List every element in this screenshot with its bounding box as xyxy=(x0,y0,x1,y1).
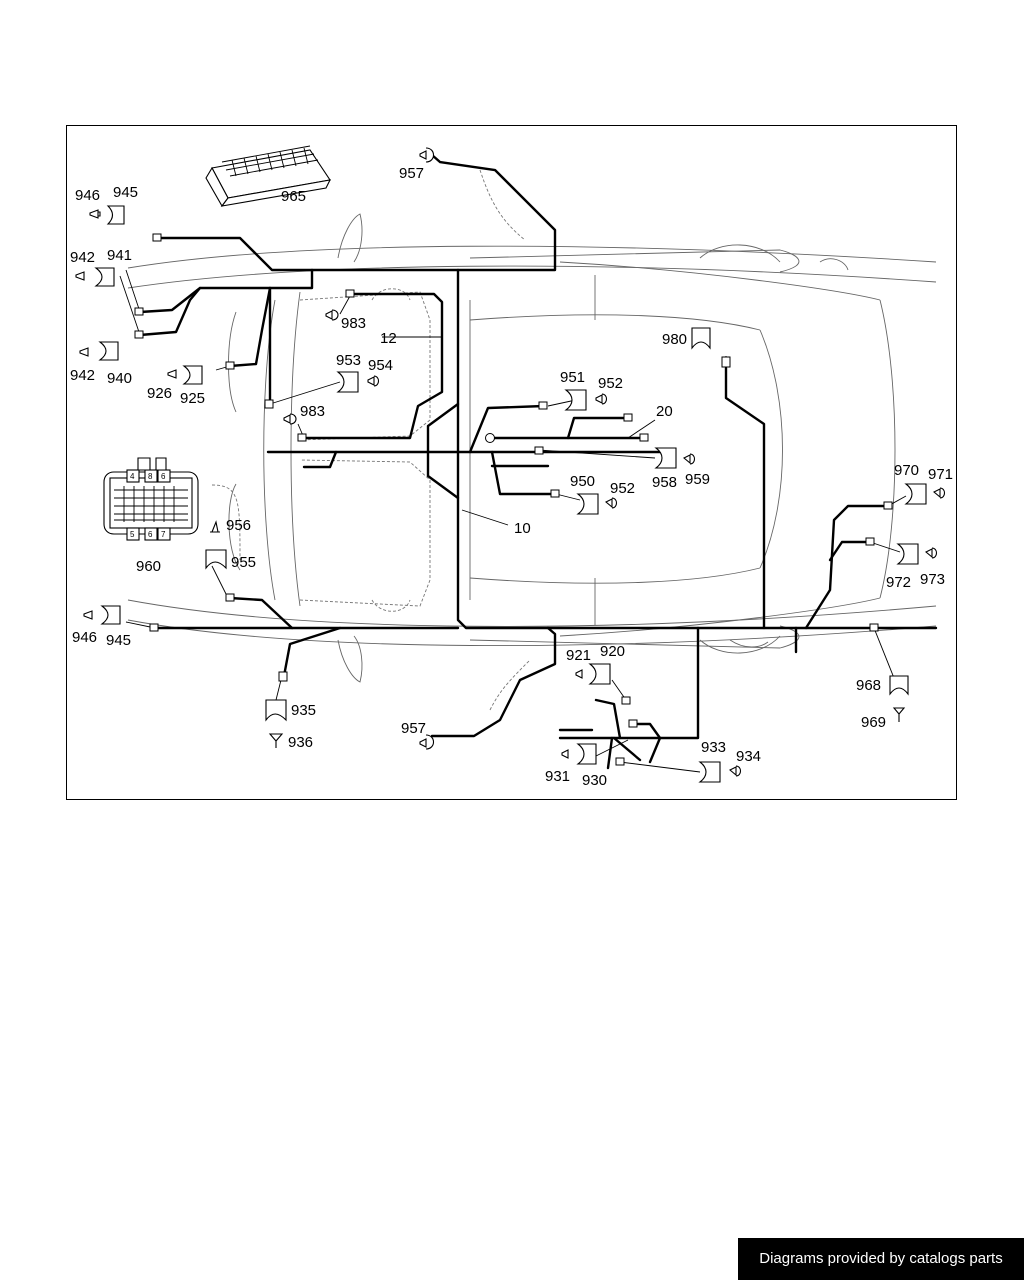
fuse-digit: 6 xyxy=(161,472,166,481)
callout-954: 954 xyxy=(368,357,393,374)
leader-lines xyxy=(119,269,907,773)
credit-banner: Diagrams provided by catalogs parts xyxy=(738,1238,1024,1280)
callout-951: 951 xyxy=(560,369,585,386)
callout-946: 946 xyxy=(72,629,97,646)
callout-933: 933 xyxy=(701,739,726,756)
callout-972: 972 xyxy=(886,574,911,591)
control-unit-960: 4 8 6 5 6 7 xyxy=(103,457,199,541)
callout-950: 950 xyxy=(570,473,595,490)
callout-957: 957 xyxy=(401,720,426,737)
callout-945: 945 xyxy=(106,632,131,649)
callout-957: 957 xyxy=(399,165,424,182)
callout-925: 925 xyxy=(180,390,205,407)
wiring-harness xyxy=(138,153,938,770)
callout-971: 971 xyxy=(928,466,953,483)
callout-958: 958 xyxy=(652,474,677,491)
callout-20: 20 xyxy=(656,403,673,420)
callout-10: 10 xyxy=(514,520,531,537)
callout-952: 952 xyxy=(598,375,623,392)
fuse-digit: 6 xyxy=(148,530,153,539)
callout-946: 946 xyxy=(75,187,100,204)
callout-920: 920 xyxy=(600,643,625,660)
callout-953: 953 xyxy=(336,352,361,369)
callout-934: 934 xyxy=(736,748,761,765)
callout-935: 935 xyxy=(291,702,316,719)
callout-965: 965 xyxy=(281,188,306,205)
callout-960: 960 xyxy=(136,558,161,575)
callout-956: 956 xyxy=(226,517,251,534)
callout-labels: 946 945 965 957 942 941 942 940 926 925 … xyxy=(70,165,953,789)
callout-952: 952 xyxy=(610,480,635,497)
callout-959: 959 xyxy=(685,471,710,488)
callout-980: 980 xyxy=(662,331,687,348)
terminal-plugs xyxy=(134,233,893,766)
callout-926: 926 xyxy=(147,385,172,402)
callout-945: 945 xyxy=(113,184,138,201)
fuse-digit: 7 xyxy=(161,530,166,539)
fuse-digit: 5 xyxy=(130,530,135,539)
callout-970: 970 xyxy=(894,462,919,479)
callout-940: 940 xyxy=(107,370,132,387)
callout-12: 12 xyxy=(380,330,397,347)
fuse-digit: 8 xyxy=(148,472,153,481)
callout-955: 955 xyxy=(231,554,256,571)
fuse-block-965 xyxy=(205,145,331,207)
diagram-frame xyxy=(66,125,957,800)
callout-941: 941 xyxy=(107,247,132,264)
connector-symbols xyxy=(75,147,946,783)
callout-983: 983 xyxy=(341,315,366,332)
callout-930: 930 xyxy=(582,772,607,789)
fuse-digit: 4 xyxy=(130,472,135,481)
callout-973: 973 xyxy=(920,571,945,588)
callout-942: 942 xyxy=(70,367,95,384)
callout-968: 968 xyxy=(856,677,881,694)
callout-942: 942 xyxy=(70,249,95,266)
callout-931: 931 xyxy=(545,768,570,785)
callout-983: 983 xyxy=(300,403,325,420)
callout-936: 936 xyxy=(288,734,313,751)
callout-921: 921 xyxy=(566,647,591,664)
callout-969: 969 xyxy=(861,714,886,731)
